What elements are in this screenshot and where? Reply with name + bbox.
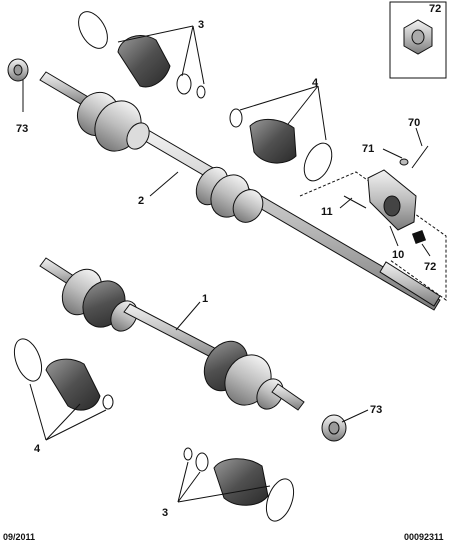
- bottom-kit-clamp-small: [195, 452, 209, 472]
- bolt-70: [411, 145, 429, 169]
- mid-kit-clamp: [303, 142, 333, 182]
- bl-kit-boot: [45, 358, 101, 411]
- middle-boot-kit: [229, 108, 333, 182]
- callout-70: 70: [408, 117, 420, 129]
- bottom-kit-boot: [213, 458, 269, 506]
- footer-date: 09/2011: [3, 532, 35, 542]
- washer-71: [399, 158, 409, 166]
- bottom-kit-ring: [183, 447, 193, 461]
- nut-inset-box: 72: [389, 1, 447, 79]
- top-kit-clamp-small: [176, 73, 192, 95]
- top-kit-clamp-large: [78, 11, 108, 49]
- mid-kit-boot: [249, 119, 297, 164]
- upper-left-outer-joint: [76, 91, 150, 152]
- callout-3-top: 3: [198, 19, 204, 31]
- footer-reference: 00092311: [404, 532, 444, 542]
- callout-73-bottom: 73: [370, 404, 382, 416]
- bolt-11: [343, 195, 367, 209]
- callout-4-bottom: 4: [34, 443, 41, 455]
- callout-4-top: 4: [312, 77, 319, 89]
- lower-left-joint: [61, 268, 138, 332]
- mid-kit-ring: [229, 108, 243, 128]
- top-kit-ring: [196, 85, 206, 99]
- callout-71: 71: [362, 143, 374, 155]
- callout-11: 11: [321, 206, 333, 218]
- top-kit-boot: [117, 35, 171, 88]
- callout-73-top: 73: [16, 123, 28, 135]
- upper-driveshaft: [39, 71, 441, 311]
- top-left-nut: [7, 58, 29, 82]
- callout-3-bottom: 3: [162, 507, 168, 519]
- bottom-kit-clamp-large: [265, 478, 295, 522]
- callout-1: 1: [202, 293, 208, 305]
- top-boot-kit: [78, 11, 206, 99]
- callout-72-inset: 72: [429, 3, 441, 15]
- callout-2: 2: [138, 195, 144, 207]
- bl-kit-clamp: [13, 338, 43, 382]
- nut-72-square: [411, 229, 427, 245]
- callout-72-mid: 72: [424, 261, 436, 273]
- bottom-left-boot-kit: [13, 338, 114, 411]
- bearing-bracket-area: [299, 145, 447, 301]
- upper-middle-boot: [195, 166, 264, 223]
- callout-10: 10: [392, 249, 404, 261]
- lower-right-spline: [271, 383, 305, 411]
- bottom-boot-kit: [183, 447, 295, 522]
- bottom-right-nut: [321, 414, 347, 442]
- bl-kit-ring: [102, 394, 114, 410]
- lower-driveshaft: [39, 257, 305, 411]
